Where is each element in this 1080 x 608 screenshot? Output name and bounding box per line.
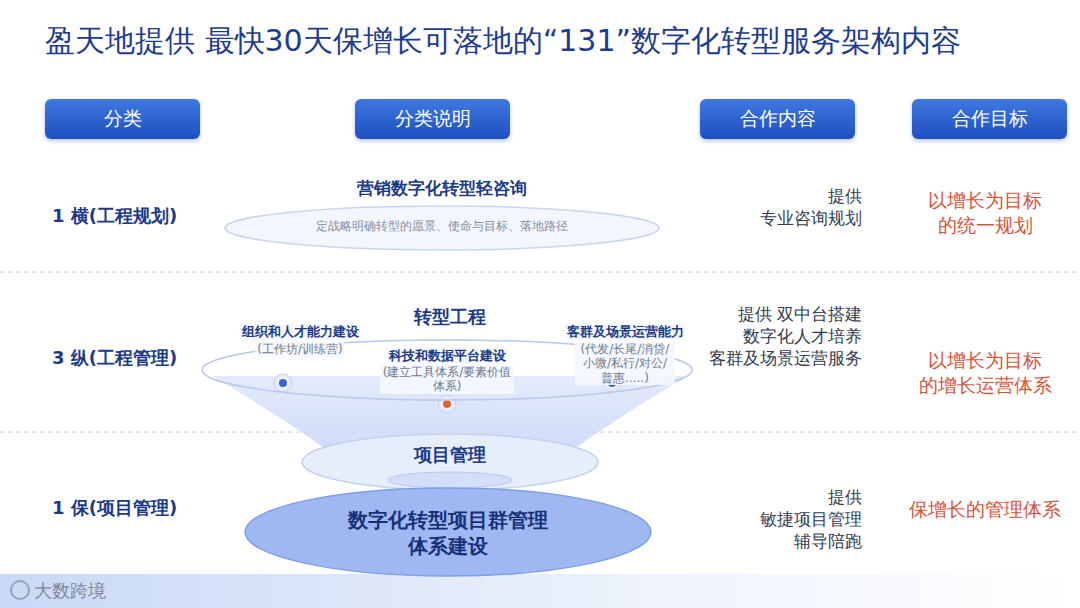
node-heading: 营销数字化转型轻咨询	[357, 178, 527, 199]
cooperation-goal: 以增长为目标 的增长运营体系	[919, 348, 1052, 397]
ellipse-node: 项目管理	[300, 432, 600, 492]
header-text: 分类	[104, 107, 142, 131]
header-button: 分类	[45, 99, 200, 139]
row-label: 1 横(工程规划)	[52, 204, 177, 227]
watermark-icon	[11, 581, 29, 599]
header-button: 合作内容	[700, 99, 855, 139]
ellipse-outline	[302, 434, 598, 490]
row-label: 3 纵(工程管理)	[52, 346, 177, 369]
ring-dot-core	[443, 400, 451, 408]
item-note: (工作坊/训练营)	[255, 342, 344, 357]
row-label: 1 保(项目管理)	[52, 496, 177, 519]
header-text: 合作目标	[952, 107, 1028, 131]
item-note: (代发/长尾/消贷/小微/私行/对公/普惠.....)	[575, 342, 675, 385]
ellipse-outline	[245, 488, 651, 576]
ellipse-node: 营销数字化转型轻咨询定战略明确转型的愿景、使命与目标、落地路径	[222, 176, 662, 256]
ring-dot	[274, 374, 292, 392]
node-heading: 项目管理	[414, 444, 486, 467]
ellipse-outline	[225, 206, 659, 250]
item-title: 科技和数据平台建设	[387, 348, 508, 364]
node-heading: 转型工程	[414, 306, 486, 329]
header-text: 合作内容	[740, 107, 816, 131]
ring-dot-core	[279, 379, 287, 387]
item-title: 组织和人才能力建设	[240, 324, 361, 340]
header-button: 分类说明	[355, 99, 510, 139]
cooperation-goal: 保增长的管理体系	[909, 497, 1061, 522]
item-note: (建立工具体系/要素价值体系)	[380, 365, 514, 394]
node-body: 定战略明确转型的愿景、使命与目标、落地路径	[316, 219, 568, 234]
ellipse-node: 数字化转型项目群管理 体系建设	[243, 486, 653, 578]
node-heading: 数字化转型项目群管理 体系建设	[348, 507, 548, 559]
cooperation-goal: 以增长为目标 的统一规划	[928, 188, 1042, 237]
row-divider	[0, 272, 1080, 273]
ellipse-outline	[202, 340, 692, 400]
cooperation-content: 提供 专业咨询规划	[760, 185, 862, 229]
cooperation-content: 提供 敏捷项目管理 辅导陪跑	[760, 486, 862, 552]
cooperation-content: 提供 双中台搭建 数字化人才培养 客群及场景运营服务	[709, 303, 862, 369]
watermark: 大数跨境	[34, 579, 106, 602]
ellipse-node: 转型工程组织和人才能力建设 (工作坊/训练营) 科技和数据平台建设(建立工具体系/要…	[200, 298, 725, 420]
disk-inner	[388, 472, 512, 488]
item-title: 客群及场景运营能力	[565, 324, 686, 340]
page-title: 盈天地提供 最快30天保增长可落地的“131”数字化转型服务架构内容	[45, 22, 961, 60]
bottom-band	[0, 574, 1080, 608]
ring-dot	[438, 395, 456, 413]
header-text: 分类说明	[395, 107, 471, 131]
header-button: 合作目标	[912, 99, 1067, 139]
